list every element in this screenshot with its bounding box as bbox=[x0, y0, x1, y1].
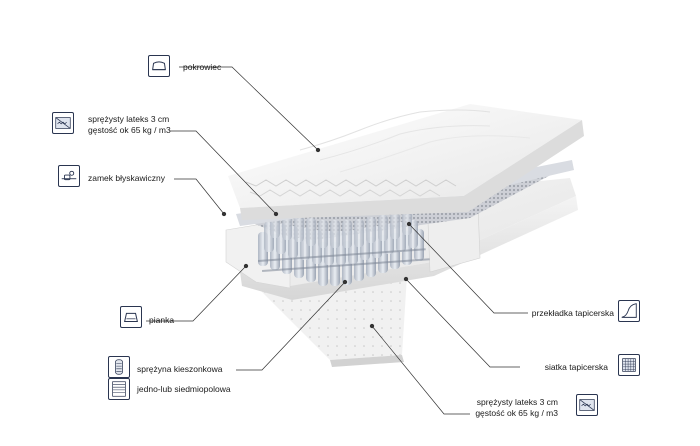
leader-zipper bbox=[174, 178, 225, 215]
label-upholstery-pad: przekładka tapicerska bbox=[531, 308, 614, 318]
label-latex-bottom-line2: gęstość ok 65 kg / m3 bbox=[475, 408, 558, 418]
leader-latex-top bbox=[170, 130, 277, 215]
label-latex-top-line1: sprężysty lateks 3 cm bbox=[88, 114, 170, 124]
mesh-icon bbox=[618, 354, 640, 376]
leader-latex-bottom bbox=[371, 325, 470, 415]
label-foam: pianka bbox=[149, 315, 175, 325]
leader-foam bbox=[146, 265, 247, 322]
foam-icon bbox=[120, 306, 142, 328]
pocket-springs bbox=[258, 211, 430, 286]
label-cover: pokrowiec bbox=[183, 62, 222, 72]
label-zipper: zamek błyskawiczny bbox=[88, 173, 165, 183]
leader-cover bbox=[179, 66, 319, 151]
latex-layer-icon bbox=[52, 112, 74, 134]
leader-upholstery-mesh bbox=[405, 278, 520, 368]
zones-icon bbox=[108, 378, 130, 400]
pocket-spring-icon bbox=[108, 356, 130, 378]
top-cover-layer bbox=[228, 104, 584, 220]
mattress-cover-icon bbox=[148, 55, 170, 77]
label-latex-bottom-line1: sprężysty lateks 3 cm bbox=[476, 397, 558, 407]
label-zones: jedno-lub siedmiopolowa bbox=[137, 384, 231, 394]
label-pocket-spring: sprężyna kieszonkowa bbox=[137, 364, 223, 374]
leader-upholstery-pad bbox=[408, 223, 528, 314]
zipper-icon bbox=[58, 165, 80, 187]
leader-lines bbox=[146, 66, 528, 415]
label-latex-top-line2: gęstość ok 65 kg / m3 bbox=[88, 125, 171, 135]
latex-layer-icon-bottom bbox=[576, 394, 598, 416]
upholstery-pad-icon bbox=[618, 300, 640, 322]
leader-pocket-spring bbox=[236, 281, 346, 371]
label-upholstery-mesh: siatka tapicerska bbox=[544, 362, 608, 372]
